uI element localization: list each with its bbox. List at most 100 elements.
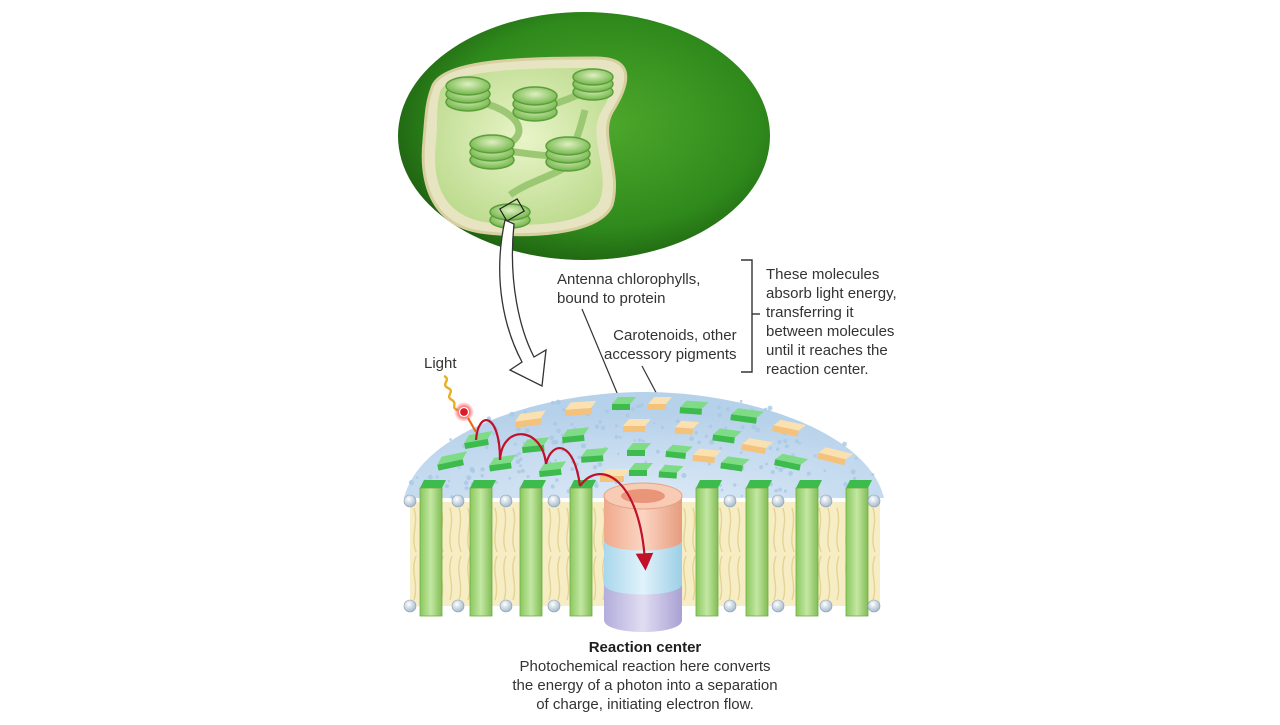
- carotenoid-molecule-side: [772, 425, 799, 437]
- dome-speckle: [775, 466, 779, 470]
- dome-speckle: [447, 479, 451, 483]
- dome-speckle: [594, 483, 599, 488]
- protein-cap: [846, 480, 872, 488]
- lipid-tail: [602, 555, 606, 601]
- carotenoid-molecule-top: [675, 420, 700, 429]
- lipid-head: [771, 494, 785, 508]
- carotenoid-molecule-side: [692, 454, 715, 464]
- chlorophyll-molecule-side: [679, 407, 702, 415]
- lipid-tail: [593, 555, 597, 601]
- reaction-center-bottom: [604, 584, 682, 632]
- lipid-tail: [827, 555, 831, 601]
- reaction-center-top: [604, 496, 682, 551]
- lipid-tail: [818, 507, 822, 553]
- dome-speckle: [732, 483, 737, 487]
- chlorophyll-molecule-side: [730, 414, 757, 424]
- dome-speckle: [517, 451, 521, 456]
- carotenoid-molecule-top: [773, 419, 807, 431]
- dome-speckle: [427, 474, 433, 480]
- transmembrane-protein: [745, 487, 769, 617]
- dome-speckle: [630, 407, 635, 411]
- thylakoid-membrane: [403, 374, 884, 632]
- transmembrane-protein: [695, 487, 719, 617]
- carotenoid-molecule: [674, 420, 700, 435]
- protein-cap: [570, 480, 596, 488]
- dome-speckle: [798, 441, 802, 445]
- lipid-tail: [458, 507, 462, 553]
- protein-cap: [796, 480, 822, 488]
- chlorophyll-molecule: [730, 408, 764, 424]
- transmembrane-protein: [569, 487, 593, 617]
- lipid-head: [547, 494, 561, 508]
- chlorophyll-molecule: [581, 447, 609, 463]
- carotenoid-molecule-top: [742, 438, 773, 449]
- dome-speckle: [595, 424, 600, 429]
- dome-speckle: [788, 471, 794, 476]
- chlorophyll-molecule: [658, 464, 684, 479]
- carotenoid-molecule: [816, 447, 854, 466]
- dome-speckle: [739, 400, 743, 403]
- lipid-head: [867, 599, 881, 613]
- dome-speckle: [640, 403, 644, 407]
- chlorophyll-molecule-side: [658, 471, 677, 479]
- dome-speckle: [770, 470, 776, 475]
- lipid-tail: [449, 507, 453, 553]
- chlorophyll-molecule-top: [437, 451, 468, 465]
- carotenoid-molecule-side: [565, 408, 592, 416]
- dome-speckle: [486, 416, 491, 421]
- carotenoid-molecule-top: [818, 447, 854, 460]
- reaction-center-title: Reaction center: [588, 639, 702, 656]
- dome-speckle: [513, 442, 517, 446]
- chlorophyll-molecule: [627, 443, 651, 456]
- dome-speckle: [842, 441, 847, 447]
- chlorophyll-molecule-side: [539, 468, 562, 478]
- dome-speckle: [485, 445, 489, 450]
- dome-speckle: [617, 452, 620, 456]
- dome-speckle: [580, 443, 587, 449]
- dome-speckle: [556, 428, 561, 434]
- dome-speckle: [526, 475, 530, 479]
- lipid-tail: [566, 507, 570, 553]
- dome-speckle: [768, 446, 772, 450]
- dome-speckle: [755, 427, 761, 433]
- dome-speckle: [777, 439, 782, 445]
- dome-speckle: [515, 426, 521, 432]
- chlorophyll-molecule-top: [627, 443, 651, 450]
- chlorophyll-molecule: [489, 454, 516, 472]
- dome-speckle: [767, 405, 773, 411]
- dome-speckle: [775, 447, 780, 452]
- carotenoid-molecule: [565, 400, 597, 416]
- chlorophyll-molecule-side: [522, 444, 545, 454]
- dome-speckle: [689, 436, 694, 442]
- dome-speckle: [435, 475, 439, 479]
- chlorophyll-molecule-top: [581, 447, 609, 457]
- transmembrane-protein: [469, 487, 493, 617]
- chlorophyll-molecule-side: [489, 462, 512, 472]
- dome-speckle: [759, 465, 764, 470]
- chlorophyll-molecule: [522, 437, 550, 454]
- carotenoid-molecule-top: [648, 397, 672, 404]
- dome-speckle: [524, 428, 530, 434]
- photon-arrow: [467, 417, 477, 433]
- carotenoid-molecule-top: [693, 448, 722, 458]
- dome-speckle: [854, 456, 858, 460]
- dome-speckle: [523, 410, 527, 414]
- dome-speckle: [823, 469, 827, 473]
- carotenoid-molecule: [648, 397, 672, 410]
- dome-speckle: [637, 404, 642, 408]
- dome-speckle: [635, 405, 639, 408]
- zoom-region: [499, 198, 525, 222]
- thylakoid-grana: [445, 68, 614, 229]
- lipid-tail: [512, 507, 516, 553]
- dome-speckle: [520, 468, 525, 473]
- protein-cap: [746, 480, 772, 488]
- lipid-tail: [791, 555, 795, 601]
- dome-speckle: [697, 440, 702, 445]
- carotenoid-molecule-side: [816, 452, 846, 466]
- protein-cap: [520, 480, 546, 488]
- dome-speckle: [720, 488, 724, 492]
- dome-speckle: [739, 451, 743, 454]
- lipid-tail: [683, 507, 687, 553]
- lipid-tail: [449, 555, 453, 601]
- lipid-head: [867, 494, 881, 508]
